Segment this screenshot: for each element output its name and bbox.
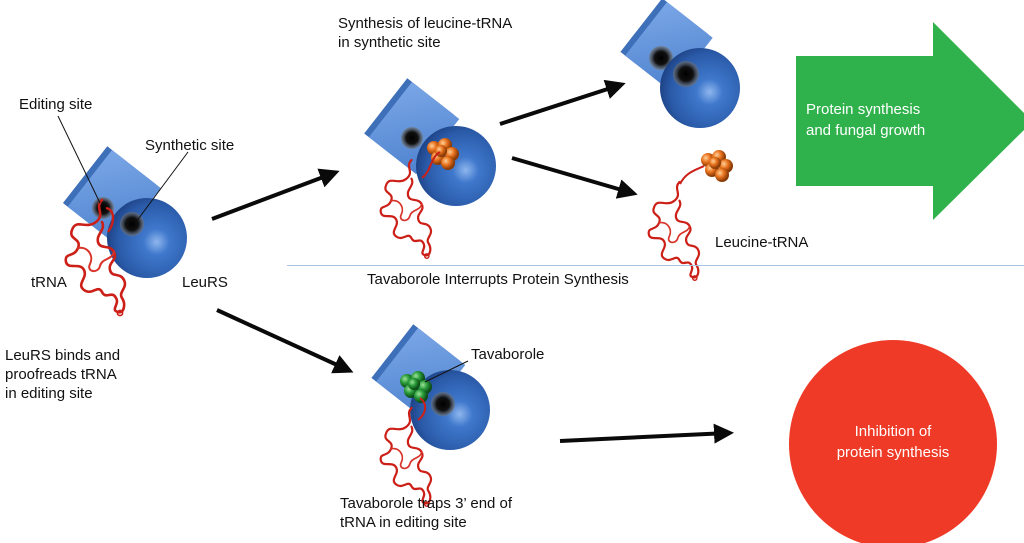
diagram-title: Tavaborole Interrupts Protein Synthesis: [367, 271, 629, 288]
editing-domain-box: [62, 146, 161, 245]
tavaborole-caption: Tavaborole traps 3’ end of tRNA in editi…: [340, 494, 512, 532]
outcome-line: and fungal growth: [806, 122, 926, 139]
synthetic-site-pointer: [135, 151, 189, 223]
editing-site-pit: [649, 46, 673, 70]
caption-line: tRNA in editing site: [340, 514, 467, 531]
editing-site-pit: [401, 127, 423, 149]
growth-outcome-arrow: [796, 22, 1024, 220]
leurs-sphere: [107, 198, 187, 278]
leurs-label: LeuRS: [182, 274, 228, 291]
caption-line: in synthetic site: [338, 34, 441, 51]
section-divider: [287, 265, 1024, 266]
leurs-sphere: [416, 126, 496, 206]
caption-line: Tavaborole traps 3’ end of: [340, 495, 513, 512]
leucine-cluster: [701, 150, 733, 182]
outcome-line: Inhibition of: [854, 423, 932, 440]
leucine-trna-label: Leucine-tRNA: [715, 234, 809, 251]
synthetic-site-pit: [120, 212, 144, 236]
arrow-to-synthesis: [211, 168, 340, 221]
arrow-to-released-enzyme: [499, 79, 626, 126]
trna-3prime-end: [421, 151, 441, 179]
tavaborole-label: Tavaborole: [471, 346, 545, 363]
synthetic-site-label: Synthetic site: [145, 137, 235, 154]
caption-line: proofreads tRNA: [5, 366, 117, 383]
leurs-tavaborole-complex: [371, 324, 490, 508]
leurs-initial-complex: [57, 115, 189, 317]
tavaborole-pointer: [424, 360, 469, 383]
synthetic-site-pit: [431, 392, 455, 416]
editing-site-label: Editing site: [19, 96, 93, 113]
trna-3prime-end: [417, 397, 426, 421]
leurs-released-enzyme: [620, 0, 740, 128]
outcome-line: Protein synthesis: [806, 101, 921, 118]
synthetic-site-pit: [673, 61, 699, 87]
trna-3prime-end: [679, 165, 705, 185]
caption-line: LeuRS binds and: [5, 347, 121, 364]
arrow-to-leucine-trna: [511, 156, 638, 199]
arrow-to-inhibition-complex: [216, 308, 354, 374]
arrow-to-inhibition-outcome: [559, 423, 734, 444]
synthesis-caption: Synthesis of leucine-tRNA in synthetic s…: [338, 14, 512, 52]
outcome-line: protein synthesis: [836, 444, 950, 461]
editing-domain-box: [620, 0, 713, 92]
growth-outcome-text: Protein synthesis and fungal growth: [806, 99, 925, 141]
trna-label: tRNA: [31, 274, 67, 291]
leucine-trna-product: [647, 150, 733, 282]
inhibition-outcome-text: Inhibition of protein synthesis: [793, 421, 993, 463]
editing-site-pit: [92, 197, 114, 219]
initial-state-caption: LeuRS binds and proofreads tRNA in editi…: [5, 346, 120, 403]
caption-line: Synthesis of leucine-tRNA: [338, 15, 513, 32]
trna-3prime-end: [105, 206, 115, 233]
caption-line: in editing site: [5, 385, 93, 402]
editing-site-pointer: [57, 115, 101, 204]
leurs-sphere: [660, 48, 740, 128]
leurs-synthesis-complex: [364, 78, 496, 260]
inhibition-outcome-circle: [789, 340, 997, 543]
